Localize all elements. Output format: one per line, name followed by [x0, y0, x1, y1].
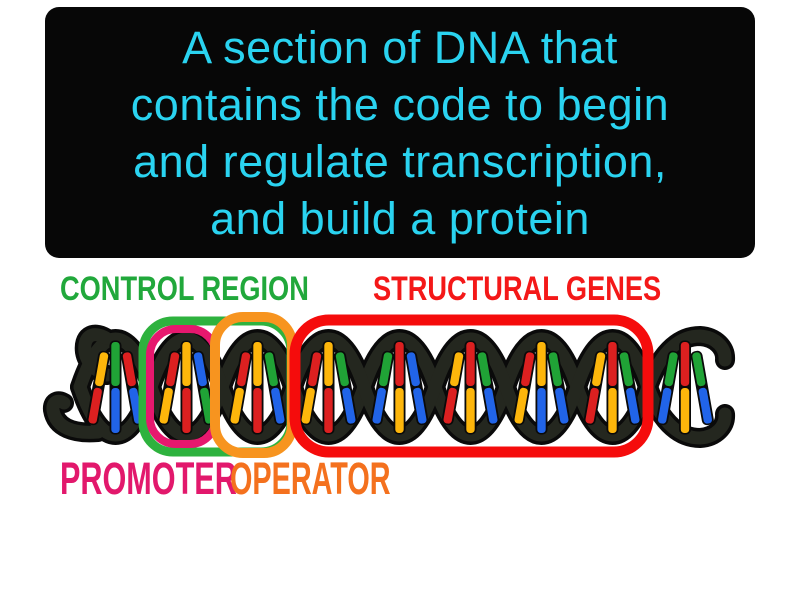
base-pair-rung [157, 350, 181, 426]
base-pair-rung [228, 350, 252, 426]
base-pair-rung [322, 340, 335, 435]
structural-genes-label: STRUCTURAL GENES [373, 270, 662, 308]
definition-line: and regulate transcription, [133, 135, 667, 187]
base-pair-rung [109, 340, 122, 435]
definition-line: A section of DNA that [182, 21, 618, 73]
base-pair-rung [690, 350, 714, 426]
base-pair-rung [679, 340, 691, 435]
base-pair-rung [656, 350, 680, 426]
base-pair-rung [606, 340, 619, 435]
definition-line: and build a protein [210, 192, 590, 244]
structural-genes-box [289, 314, 654, 458]
control-region-label: CONTROL REGION [60, 270, 309, 308]
base-pair-rung [263, 350, 287, 426]
base-pair-rung [393, 340, 406, 435]
definition-line: contains the code to begin [130, 78, 670, 130]
base-pair-rung [464, 340, 477, 435]
base-pair-rung [476, 350, 500, 426]
operator-label: OPERATOR [230, 453, 391, 504]
base-pair-rung [583, 350, 607, 426]
promoter-label: PROMOTER [60, 453, 237, 504]
base-pair-rung [405, 350, 429, 426]
base-pair-rung [512, 350, 536, 426]
base-pair-rung [370, 350, 394, 426]
definition-box: A section of DNA that contains the code … [45, 7, 755, 258]
base-pair-rung [86, 350, 110, 426]
base-pair-rung [180, 340, 193, 435]
base-pair-rung [441, 350, 465, 426]
base-pair-rung [251, 340, 264, 435]
base-pair-rung [547, 350, 571, 426]
base-pair-rung [535, 340, 548, 435]
base-pair-rung [618, 350, 642, 426]
base-pair-rung [299, 350, 323, 426]
base-pair-rung [334, 350, 358, 426]
